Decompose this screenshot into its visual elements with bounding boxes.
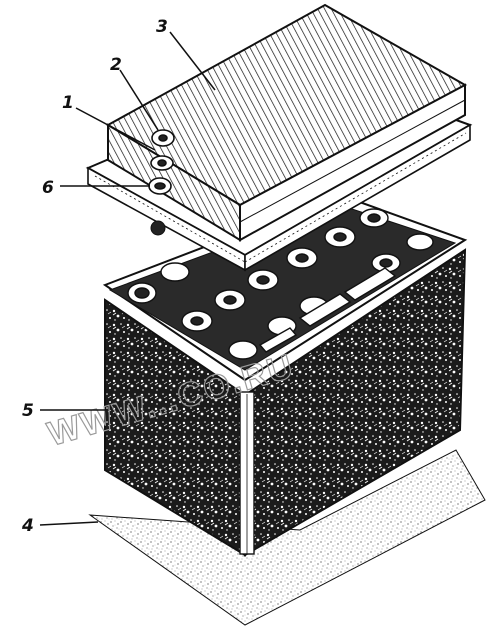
callout-4: 4 xyxy=(21,516,34,536)
callout-6: 6 xyxy=(42,178,54,198)
callout-3: 3 xyxy=(156,17,168,37)
callout-5: 5 xyxy=(22,401,34,421)
battery-lid xyxy=(85,3,473,272)
callout-2: 2 xyxy=(110,55,122,75)
callout-1: 1 xyxy=(62,93,74,113)
leader-lines xyxy=(39,31,216,526)
terminal-nuts xyxy=(148,129,175,195)
cell-terminals xyxy=(127,208,434,360)
